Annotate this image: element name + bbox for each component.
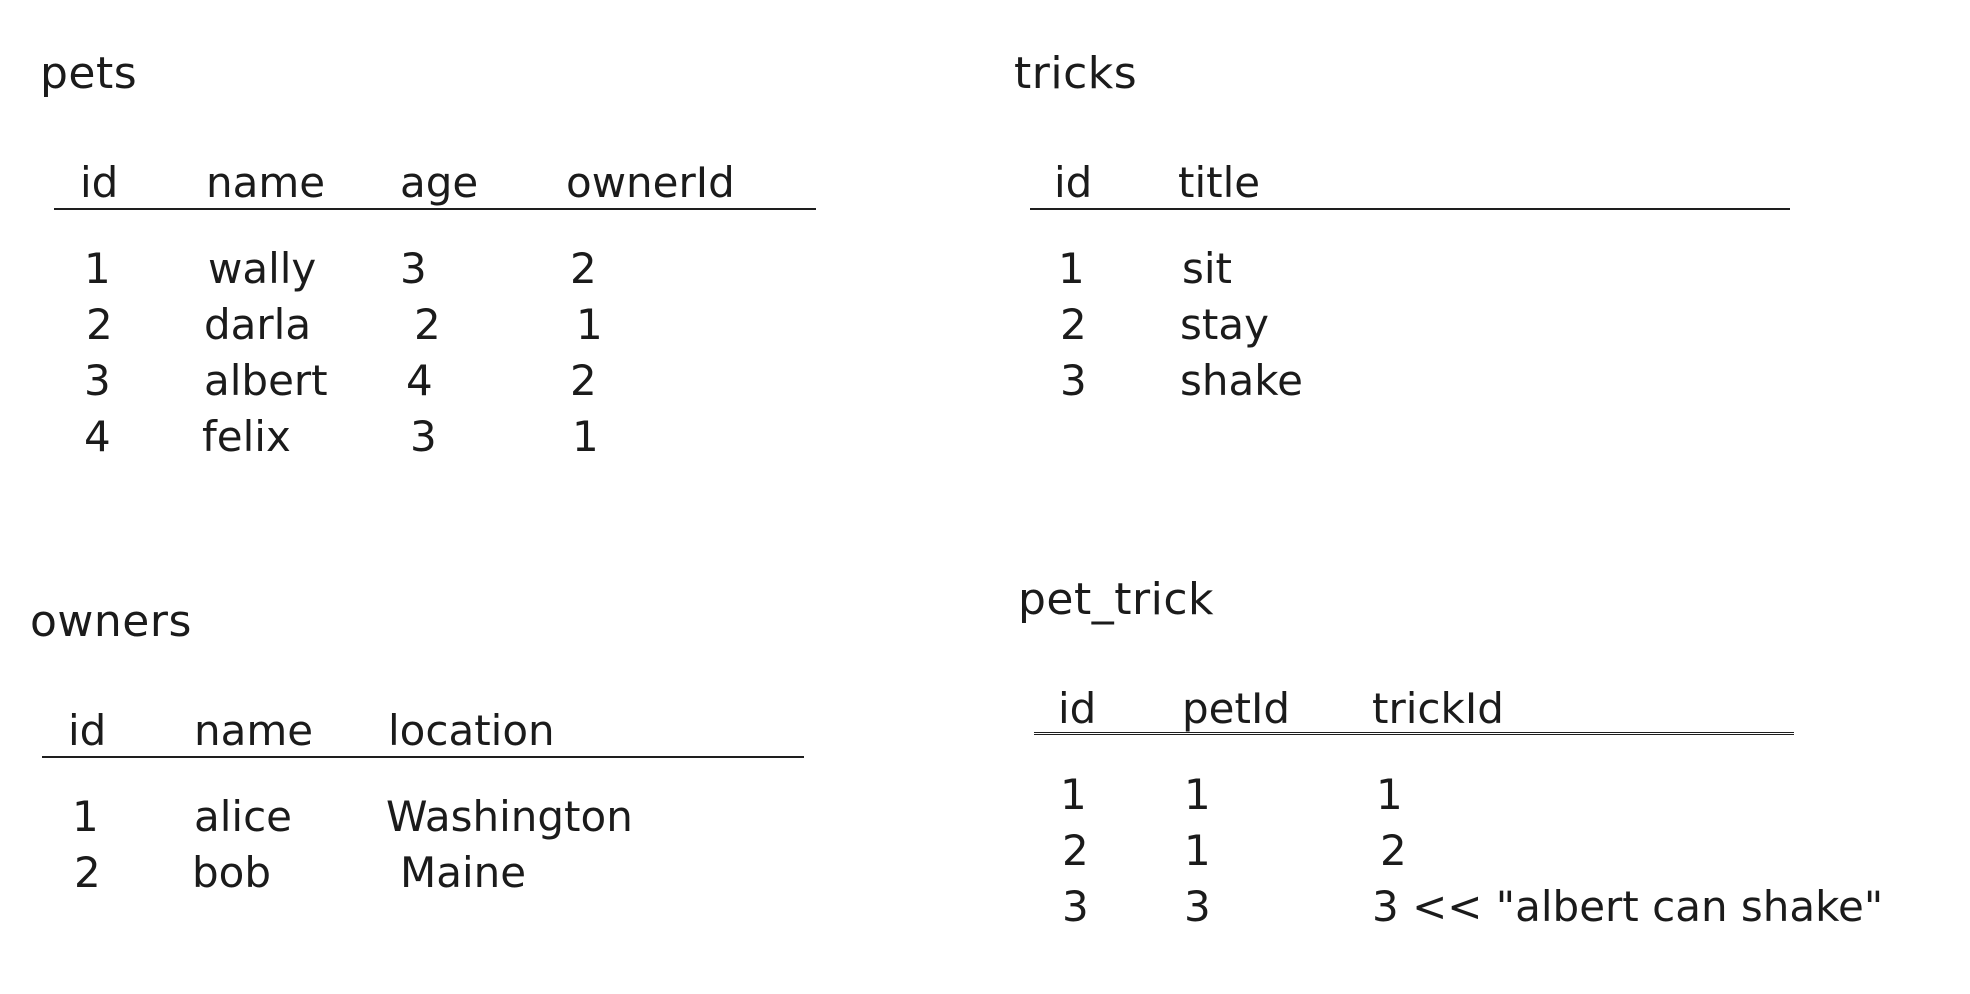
pets-cell: 4: [406, 356, 433, 405]
pet-trick-cell: 3: [1062, 882, 1089, 931]
pets-table-title: pets: [40, 48, 138, 99]
pets-cell: 1: [84, 244, 111, 293]
tricks-cell: 3: [1060, 356, 1087, 405]
pets-cell: 1: [572, 412, 599, 461]
tricks-header-title: title: [1178, 158, 1261, 207]
pet-trick-header-id: id: [1058, 684, 1097, 733]
pets-cell: 2: [414, 300, 441, 349]
tricks-cell: stay: [1180, 300, 1269, 349]
pets-header-ownerid: ownerId: [566, 158, 735, 207]
pet-trick-header-petid: petId: [1182, 684, 1291, 733]
pet-trick-header-trickid: trickId: [1372, 684, 1504, 733]
owners-header-location: location: [388, 706, 555, 755]
pets-header-id: id: [80, 158, 119, 207]
pets-cell: 2: [570, 356, 597, 405]
tricks-cell: 1: [1058, 244, 1085, 293]
pets-cell: albert: [204, 356, 328, 405]
pets-cell: darla: [204, 300, 312, 349]
pets-cell: 2: [570, 244, 597, 293]
pets-header-age: age: [400, 158, 479, 207]
pet-trick-header-divider: [1034, 732, 1794, 736]
owners-cell: bob: [192, 848, 272, 897]
tricks-cell: sit: [1182, 244, 1233, 293]
owners-header-name: name: [194, 706, 314, 755]
pets-cell: 2: [86, 300, 113, 349]
pets-cell: 4: [84, 412, 111, 461]
owners-cell: 2: [74, 848, 101, 897]
owners-table-title: owners: [30, 596, 192, 647]
owners-header-id: id: [68, 706, 107, 755]
pets-cell: 1: [576, 300, 603, 349]
pet-trick-cell: 1: [1376, 770, 1403, 819]
pet-trick-cell: 2: [1380, 826, 1407, 875]
pets-cell: wally: [208, 244, 317, 293]
pets-cell: 3: [410, 412, 437, 461]
owners-cell: 1: [72, 792, 99, 841]
pets-cell: 3: [84, 356, 111, 405]
pet-trick-cell: 1: [1184, 770, 1211, 819]
pets-cell: 3: [400, 244, 427, 293]
tricks-cell: 2: [1060, 300, 1087, 349]
owners-cell: Washington: [386, 792, 633, 841]
pets-header-name: name: [206, 158, 326, 207]
pet-trick-cell: 1: [1060, 770, 1087, 819]
owners-cell: Maine: [400, 848, 527, 897]
pets-cell: felix: [202, 412, 291, 461]
owners-cell: alice: [194, 792, 293, 841]
pet-trick-cell: 3: [1184, 882, 1211, 931]
tricks-table-title: tricks: [1014, 48, 1138, 99]
tricks-header-id: id: [1054, 158, 1093, 207]
pet-trick-cell: 2: [1062, 826, 1089, 875]
owners-header-divider: [42, 756, 804, 758]
pet-trick-cell: 1: [1184, 826, 1211, 875]
pets-header-divider: [54, 208, 816, 210]
tricks-cell: shake: [1180, 356, 1303, 405]
pet-trick-table-title: pet_trick: [1018, 574, 1214, 625]
pet-trick-cell: 3 << "albert can shake": [1372, 882, 1884, 931]
tricks-header-divider: [1030, 208, 1790, 210]
